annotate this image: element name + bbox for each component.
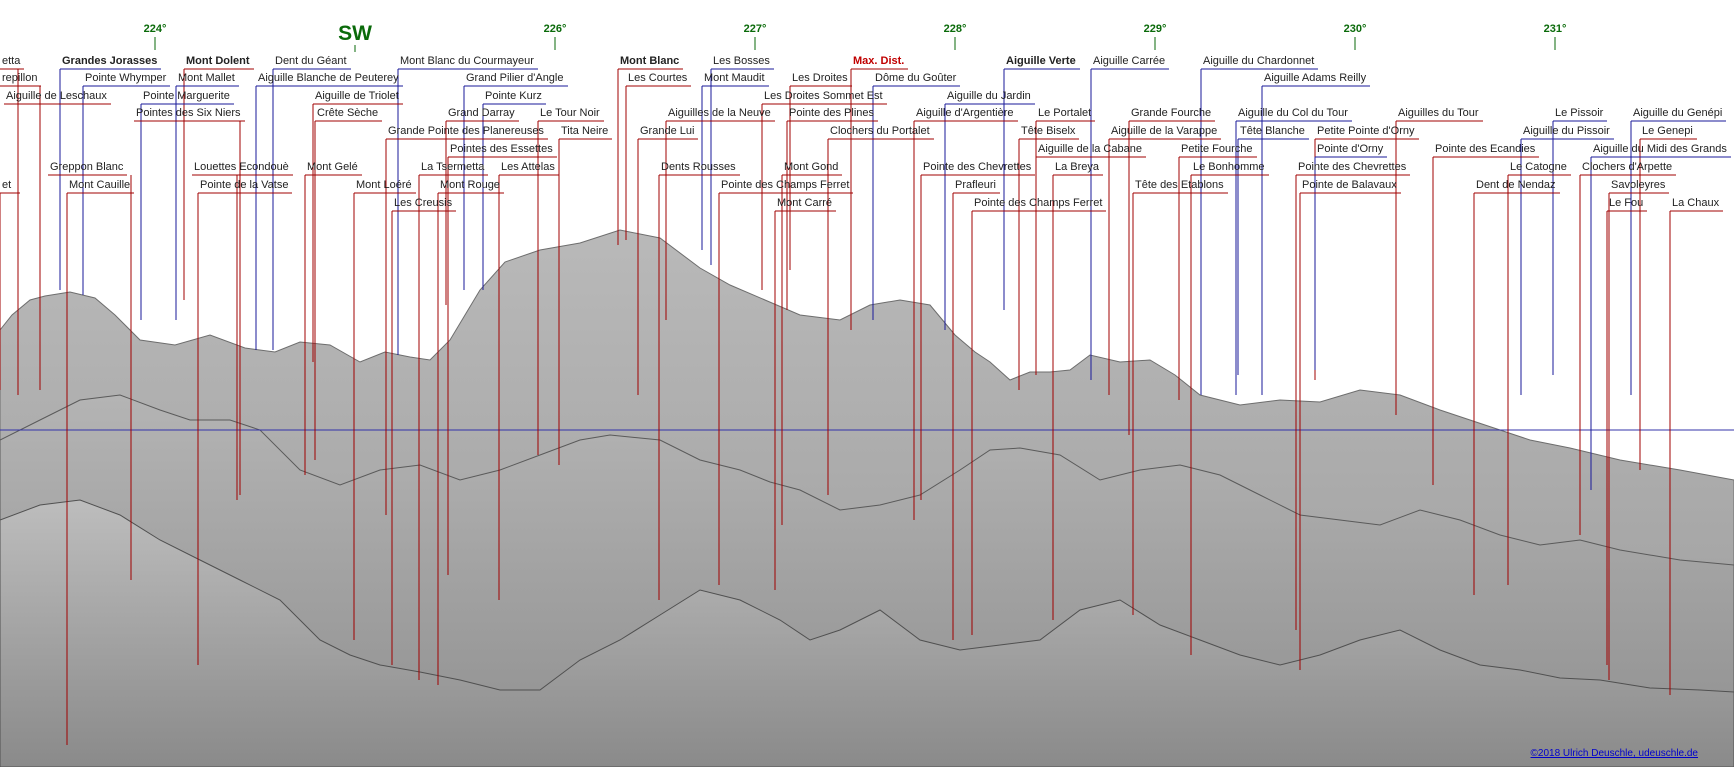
peak-label: Mont Carré (777, 197, 833, 209)
peak-label: Mont Loéré (356, 179, 412, 191)
peak-label: Savoleyres (1611, 179, 1666, 191)
peak-label: Mont Cauille (69, 179, 131, 191)
peak-label: Aiguilles du Tour (1398, 107, 1479, 119)
peak-label: Dent du Géant (275, 55, 347, 67)
bearing-tick-label: 226° (543, 23, 567, 35)
peak-label: Prafleuri (955, 179, 996, 191)
peak-label: Le Portalet (1038, 107, 1092, 119)
peak-label: Pointes des Essettes (450, 143, 553, 155)
peak-label: Aiguilles de la Neuve (668, 107, 771, 119)
peak-label: Max. Dist. (853, 55, 905, 67)
peak-label: Aiguille de Leschaux (6, 90, 107, 102)
peak-label: Dent de Nendaz (1476, 179, 1556, 191)
peak-label: Le Genepi (1642, 125, 1693, 137)
peak-label: Aiguille du Col du Tour (1238, 107, 1348, 119)
peak-label: Grande Lui (640, 125, 695, 137)
peak-label: Pointe d'Orny (1317, 143, 1384, 155)
peak-label: Les Courtes (628, 72, 688, 84)
peak-label: Grandes Jorasses (62, 55, 158, 67)
peak-label: Mont Gelé (307, 161, 358, 173)
peak-label: Pointe Kurz (485, 90, 542, 102)
peak-label: Aiguille du Genépi (1633, 107, 1723, 119)
peak-label: Dents Rousses (661, 161, 736, 173)
peak-label: Dôme du Goûter (875, 72, 957, 84)
peak-label: Pointe des Champs Ferret (974, 197, 1103, 209)
peak-label: Le Catogne (1510, 161, 1567, 173)
peak-label: Mont Maudit (704, 72, 765, 84)
peak-label: Grande Fourche (1131, 107, 1212, 119)
peak-label: Greppon Blanc (50, 161, 124, 173)
peak-label: Petite Fourche (1181, 143, 1253, 155)
peak-label: Aiguille du Midi des Grands (1593, 143, 1727, 155)
compass-label: SW (338, 22, 372, 45)
peak-label: Aiguille de la Cabane (1038, 143, 1142, 155)
peak-label: Petite Pointe d'Orny (1317, 125, 1415, 137)
peak-label: Mont Blanc (620, 55, 680, 67)
bearing-ticks (154, 37, 1556, 52)
peak-label: et (2, 179, 12, 191)
peak-label: Aiguille du Pissoir (1523, 125, 1610, 137)
peak-label: Les Droites (792, 72, 848, 84)
ridge-layer-3 (0, 499, 1734, 768)
peak-label: Mont Rouge (440, 179, 500, 191)
peak-label: Les Attelas (501, 161, 555, 173)
peak-label: Mont Mallet (178, 72, 235, 84)
bearing-tick-label: 231° (1543, 23, 1567, 35)
peak-label: etta (2, 55, 21, 67)
bearing-tick-label: 224° (143, 23, 167, 35)
bearing-tick-label: 227° (743, 23, 767, 35)
bearing-tick-label: 228° (943, 23, 967, 35)
peak-label: Pointe des Chevrettes (923, 161, 1032, 173)
peak-label: Aiguille Blanche de Peuterey (258, 72, 399, 84)
peak-label: Le Tour Noir (540, 107, 600, 119)
peak-label: Les Droites Sommet Est (764, 90, 883, 102)
peak-label: Pointe de la Vatse (200, 179, 289, 191)
peak-label: Tête Biselx (1021, 125, 1076, 137)
peak-label: Le Fou (1609, 197, 1644, 209)
peak-label: Pointe des Champs Ferret (721, 179, 850, 191)
peak-label: Aiguille du Chardonnet (1203, 55, 1315, 67)
peak-label: Grand Darray (448, 107, 515, 119)
peak-label: Aiguille Verte (1006, 55, 1076, 67)
peak-label: repillon (2, 72, 38, 84)
peak-label: Aiguille Adams Reilly (1264, 72, 1367, 84)
peak-label: Mont Blanc du Courmayeur (400, 55, 534, 67)
peak-label: Grande Pointe des Planereuses (388, 125, 544, 137)
peak-label: Les Bosses (713, 55, 770, 67)
peak-label: Pointe Whymper (85, 72, 167, 84)
peak-label: Les Creusis (394, 197, 453, 209)
peak-label: Pointe de Balavaux (1302, 179, 1397, 191)
peak-label: Le Pissoir (1555, 107, 1604, 119)
peak-label: Aiguille Carrée (1093, 55, 1166, 67)
credit-link[interactable]: ©2018 Ulrich Deuschle, udeuschle.de (1530, 748, 1698, 759)
peak-label: Mont Gond (784, 161, 839, 173)
peak-label: Aiguille du Jardin (947, 90, 1031, 102)
peak-label: Clochers du Portalet (830, 125, 930, 137)
peak-label: Pointe Marguerite (143, 90, 230, 102)
peak-label: Tita Neire (561, 125, 609, 137)
peak-label: Tête des Etablons (1135, 179, 1224, 191)
bearing-tick-label: 229° (1143, 23, 1167, 35)
peak-label: Pointe des Ecandies (1435, 143, 1536, 155)
peak-label: La Tsermetta (421, 161, 485, 173)
peak-label: Aiguille de la Varappe (1111, 125, 1218, 137)
peak-label: Grand Pilier d'Angle (466, 72, 564, 84)
peak-label: Crête Sèche (317, 107, 379, 119)
peak-label: Le Bonhomme (1193, 161, 1265, 173)
peak-label: Aiguille d'Argentière (916, 107, 1014, 119)
peak-label: Pointes des Six Niers (136, 107, 241, 119)
peak-label: Mont Dolent (186, 55, 250, 67)
peak-label: Clochers d'Arpette (1582, 161, 1673, 173)
peak-label: Tête Blanche (1240, 125, 1305, 137)
peak-label: Pointe des Plines (789, 107, 874, 119)
peak-label: La Breya (1055, 161, 1100, 173)
bearing-tick-label: 230° (1343, 23, 1367, 35)
peak-label: Louettes Econdouè (194, 161, 289, 173)
peak-label: La Chaux (1672, 197, 1720, 209)
peak-leader-lines (0, 68, 1731, 745)
peak-label: Aiguille de Triolet (315, 90, 399, 102)
peak-label: Pointe des Chevrettes (1298, 161, 1407, 173)
